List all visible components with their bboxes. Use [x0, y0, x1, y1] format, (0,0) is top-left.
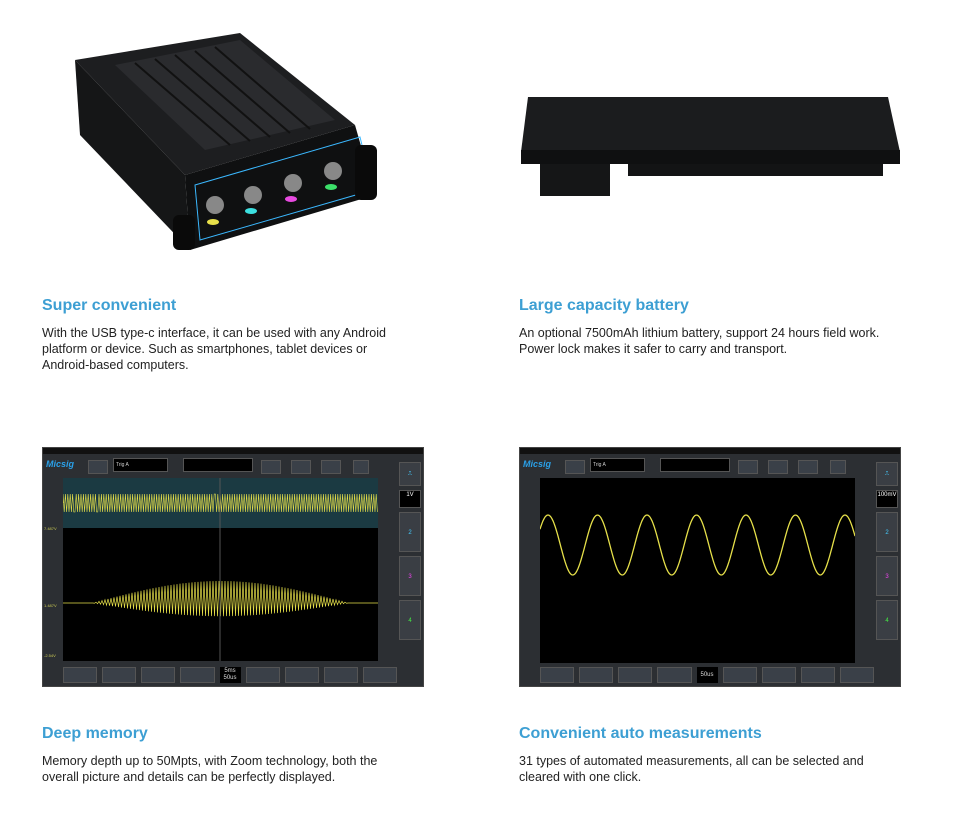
section-text: Memory depth up to 50Mpts, with Zoom tec…	[42, 754, 378, 784]
trace-path	[540, 514, 855, 576]
timebase-zoom: 50us	[223, 675, 237, 681]
channel-2-button[interactable]: 2	[876, 512, 898, 552]
auto-measurements-screenshot: Micsig Trig A ⎍ 100mV 2 3 4 50us	[519, 447, 901, 687]
oscilloscope-device-image	[55, 25, 395, 260]
section-title: Deep memory	[42, 725, 148, 742]
waveform-trace	[63, 478, 378, 661]
channel-3-button[interactable]: 3	[876, 556, 898, 596]
battery-image	[518, 92, 903, 202]
section-title: Convenient auto measurements	[519, 725, 762, 742]
channel-2-button[interactable]: 2	[399, 512, 421, 552]
section-title: Super convenient	[42, 297, 177, 314]
trigger-info[interactable]: Trig A	[113, 458, 168, 472]
trigger-info[interactable]: Trig A	[590, 458, 645, 472]
timebase-main: 5ms	[224, 668, 236, 674]
section-title: Large capacity battery	[519, 297, 689, 314]
section-text: With the USB type-c interface, it can be…	[42, 326, 386, 372]
section-text: An optional 7500mAh lithium battery, sup…	[519, 326, 880, 356]
channel-4-button[interactable]: 4	[399, 600, 421, 640]
channel-scale[interactable]: 100mV	[876, 490, 898, 508]
channel-3-button[interactable]: 3	[399, 556, 421, 596]
channel-4-button[interactable]: 4	[876, 600, 898, 640]
section-text: 31 types of automated measurements, all …	[519, 754, 864, 784]
waveform-trace	[540, 514, 855, 576]
channel-scale[interactable]: 1V	[399, 490, 421, 508]
timebase-display: 50us	[696, 667, 718, 683]
brand-logo: Micsig	[46, 459, 75, 469]
brand-logo: Micsig	[523, 459, 552, 469]
